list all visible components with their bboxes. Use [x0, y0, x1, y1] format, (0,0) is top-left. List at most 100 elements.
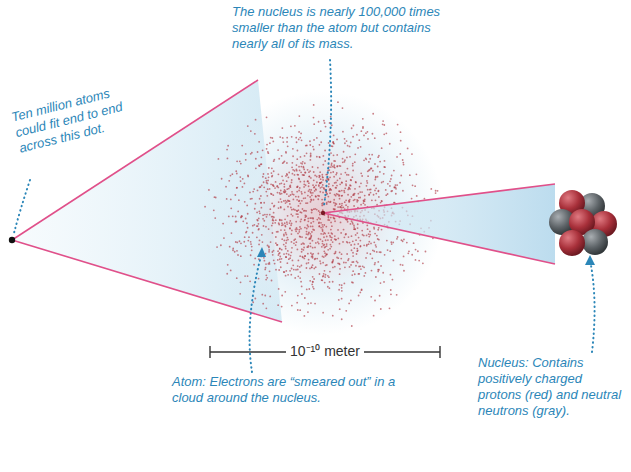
- electron-dot: [360, 182, 362, 184]
- electron-dot: [331, 225, 333, 227]
- electron-dot: [290, 186, 292, 188]
- electron-dot: [287, 199, 289, 201]
- electron-dot: [273, 212, 275, 214]
- electron-dot: [305, 172, 307, 174]
- electron-dot: [299, 271, 301, 273]
- electron-dot: [310, 199, 312, 201]
- electron-dot: [318, 243, 320, 245]
- electron-dot: [318, 221, 320, 223]
- electron-dot: [360, 172, 362, 174]
- electron-dot: [379, 171, 381, 173]
- electron-dot: [317, 167, 319, 169]
- electron-dot: [268, 228, 270, 230]
- electron-dot: [222, 223, 224, 225]
- electron-dot: [349, 146, 351, 148]
- electron-dot: [300, 191, 302, 193]
- electron-dot: [322, 229, 324, 231]
- electron-dot: [309, 238, 311, 240]
- electron-dot: [303, 181, 305, 183]
- electron-dot: [213, 209, 215, 211]
- electron-dot: [319, 218, 321, 220]
- electron-dot: [386, 240, 388, 242]
- electron-dot: [204, 206, 206, 208]
- electron-dot: [321, 204, 323, 206]
- electron-dot: [319, 191, 321, 193]
- electron-dot: [300, 281, 302, 283]
- electron-dot: [370, 296, 372, 298]
- electron-dot: [383, 124, 385, 126]
- electron-dot: [311, 254, 313, 256]
- electron-dot: [298, 131, 300, 133]
- electron-dot: [261, 294, 263, 296]
- electron-dot: [330, 246, 332, 248]
- electron-dot: [271, 167, 273, 169]
- electron-dot: [326, 264, 328, 266]
- electron-dot: [329, 281, 331, 283]
- electron-dot: [321, 279, 323, 281]
- electron-dot: [271, 216, 273, 218]
- electron-dot: [375, 246, 377, 248]
- electron-dot: [285, 232, 287, 234]
- electron-dot: [303, 197, 305, 199]
- nucleus-dot: [321, 211, 325, 215]
- electron-dot: [350, 142, 352, 144]
- electron-dot: [341, 318, 343, 320]
- electron-dot: [367, 228, 369, 230]
- electron-dot: [377, 269, 379, 271]
- electron-dot: [307, 262, 309, 264]
- electron-dot: [378, 227, 380, 229]
- electron-dot: [258, 210, 260, 212]
- electron-dot: [301, 251, 303, 253]
- electron-dot: [294, 174, 296, 176]
- electron-dot: [269, 270, 271, 272]
- electron-dot: [358, 295, 360, 297]
- electron-dot: [415, 259, 417, 261]
- electron-dot: [374, 189, 376, 191]
- electron-dot: [274, 263, 276, 265]
- electron-dot: [251, 246, 253, 248]
- electron-dot: [279, 219, 281, 221]
- electron-dot: [350, 264, 352, 266]
- electron-dot: [299, 266, 301, 268]
- electron-dot: [327, 179, 329, 181]
- electron-dot: [294, 238, 296, 240]
- electron-dot: [286, 221, 288, 223]
- electron-dot: [334, 266, 336, 268]
- electron-dot: [305, 210, 307, 212]
- electron-dot: [345, 233, 347, 235]
- electron-dot: [259, 198, 261, 200]
- electron-dot: [374, 300, 376, 302]
- electron-dot: [232, 249, 234, 251]
- electron-dot: [409, 174, 411, 176]
- electron-dot: [380, 251, 382, 253]
- electron-dot: [329, 248, 331, 250]
- electron-dot: [278, 288, 280, 290]
- electron-dot: [357, 249, 359, 251]
- electron-dot: [348, 258, 350, 260]
- electron-dot: [399, 153, 401, 155]
- electron-dot: [359, 191, 361, 193]
- electron-dot: [227, 264, 229, 266]
- electron-dot: [334, 167, 336, 169]
- electron-dot: [276, 244, 278, 246]
- electron-dot: [331, 162, 333, 164]
- electron-dot: [371, 168, 373, 170]
- electron-dot: [248, 236, 250, 238]
- electron-dot: [384, 254, 386, 256]
- electron-dot: [262, 241, 264, 243]
- electron-dot: [299, 170, 301, 172]
- electron-dot: [303, 247, 305, 249]
- electron-dot: [327, 249, 329, 251]
- electron-dot: [382, 272, 384, 274]
- electron-dot: [380, 308, 382, 310]
- electron-dot: [240, 180, 242, 182]
- electron-dot: [290, 125, 292, 127]
- electron-dot: [287, 274, 289, 276]
- electron-dot: [281, 175, 283, 177]
- electron-dot: [283, 240, 285, 242]
- electron-dot: [319, 214, 321, 216]
- electron-dot: [364, 204, 366, 206]
- electron-dot: [397, 236, 399, 238]
- electron-dot: [330, 172, 332, 174]
- electron-dot: [307, 311, 309, 313]
